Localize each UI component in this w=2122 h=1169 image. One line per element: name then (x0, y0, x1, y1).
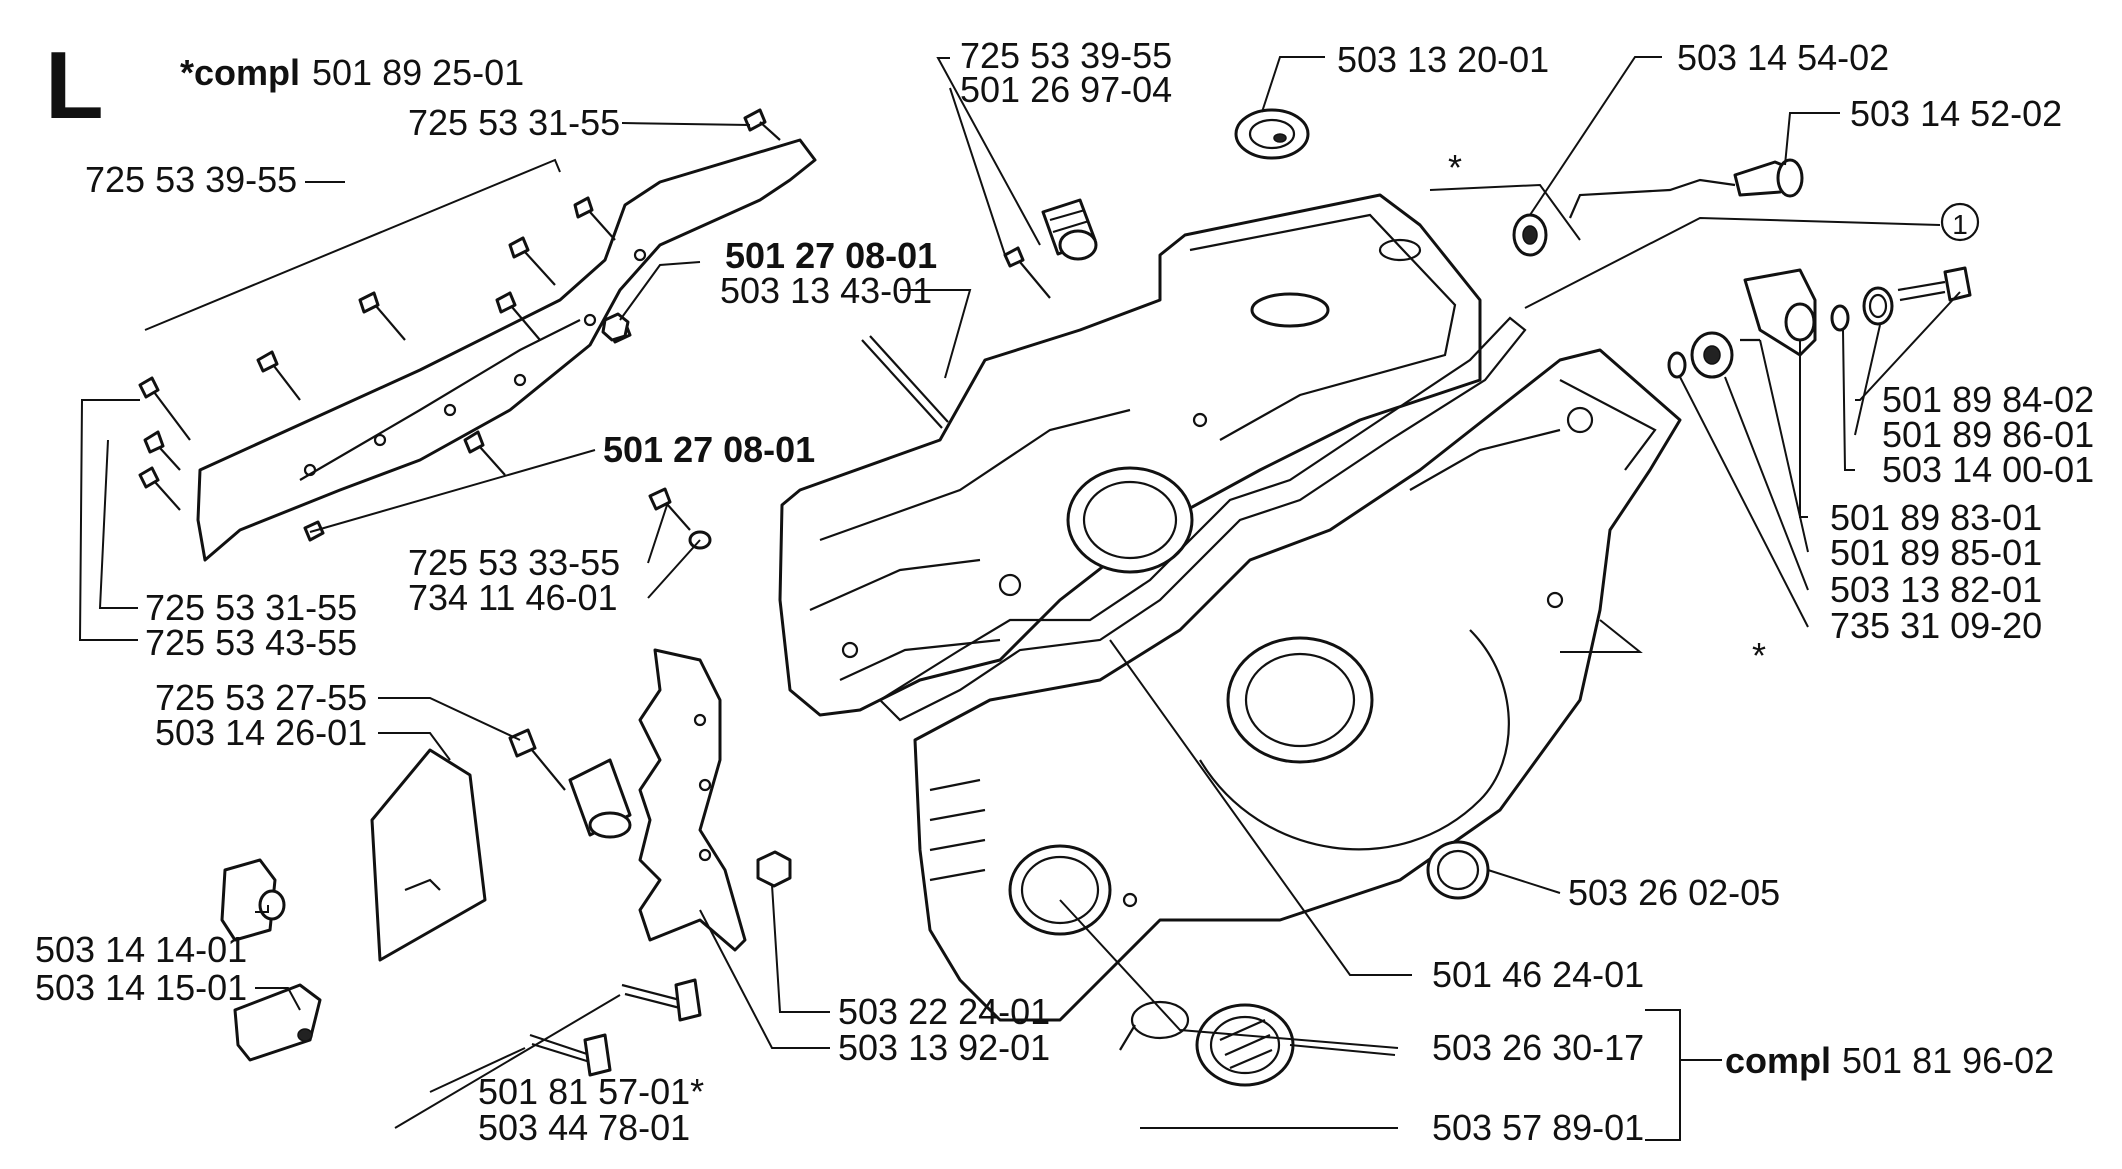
washer-503-13-82-01 (1690, 331, 1734, 379)
circlip-735-31-09-20 (1667, 351, 1687, 379)
label-503-13-43-01: 503 13 43-01 (720, 270, 932, 311)
label-735-31-09-20: 735 31 09-20 (1830, 605, 2042, 646)
oil-pickup-503-14-52-02 (1568, 158, 1804, 219)
label-503-14-26-01: 503 14 26-01 (155, 712, 367, 753)
leader-lines (78, 56, 1961, 1141)
section-letter: L (45, 32, 104, 139)
kit-top-prefix: *compl (180, 52, 300, 93)
label-501-89-84-02: 501 89 84-02 (1882, 379, 2094, 420)
nut-501-27-08-01 (601, 312, 630, 342)
part-drawings (138, 108, 1972, 1087)
screw-top-725-53-31-55 (743, 108, 781, 141)
oil-cap-503-57-89-01 (1195, 1003, 1295, 1087)
kit-top-number: 501 89 25-01 (312, 52, 524, 93)
label-725-53-31-55-top: 725 53 31-55 (408, 102, 620, 143)
guard-plate (370, 748, 487, 962)
spacer-sleeve (568, 758, 632, 839)
nut-503-22-24-01 (756, 850, 792, 888)
label-501-27-08-01-lower: 501 27 08-01 (603, 429, 815, 470)
crankcase-rear-half (778, 193, 1482, 717)
kit-bottom-number: 501 81 96-02 (1842, 1040, 2054, 1081)
label-725-53-43-55: 725 53 43-55 (145, 622, 357, 663)
label-503-26-30-17: 503 26 30-17 (1432, 1027, 1644, 1068)
label-501-89-85-01: 501 89 85-01 (1830, 532, 2042, 573)
label-503-14-14-01: 503 14 14-01 (35, 929, 247, 970)
label-503-14-00-01: 503 14 00-01 (1882, 449, 2094, 490)
cylinder-gasket-assembly (138, 138, 817, 562)
screw-725-53-39-55-upper (1003, 246, 1051, 299)
label-501-81-57-01: 501 81 57-01* (478, 1071, 704, 1112)
screw-725-53-27-55 (508, 728, 566, 791)
crankcase-gasket (878, 316, 1527, 722)
asterisk-right: * (1752, 635, 1766, 676)
pin-503-13-43-01 (861, 335, 949, 429)
label-503-14-54-02: 503 14 54-02 (1677, 37, 1889, 78)
label-503-22-24-01: 503 22 24-01 (838, 991, 1050, 1032)
label-503-26-02-05: 503 26 02-05 (1568, 872, 1780, 913)
part-number-labels: 725 53 31-55 725 53 39-55 501 27 08-01 5… (35, 35, 2094, 1148)
callout-number: 1 (1952, 209, 1968, 240)
seal-503-26-02-05 (1426, 840, 1490, 900)
seal-503-13-20-01 (1234, 108, 1310, 160)
oil-pump-501-89-83-01 (1743, 268, 1817, 357)
label-734-11-46-01: 734 11 46-01 (408, 577, 618, 618)
label-503-13-20-01: 503 13 20-01 (1337, 39, 1549, 80)
section-heading: L (45, 32, 104, 139)
label-503-44-78-01: 503 44 78-01 (478, 1107, 690, 1148)
label-501-46-24-01: 501 46 24-01 (1432, 954, 1644, 995)
screw-725-53-33-55 (648, 487, 712, 550)
label-501-89-86-01: 501 89 86-01 (1882, 414, 2094, 455)
buffer-503-14-15-01 (233, 983, 322, 1062)
seal-ring-503-14-54-02 (1512, 213, 1548, 257)
label-725-53-39-55-left: 725 53 39-55 (85, 159, 297, 200)
buffer-503-14-14-01 (220, 858, 286, 942)
label-725-53-33-55: 725 53 33-55 (408, 542, 620, 583)
kit-top-label: *compl 501 89 25-01 (180, 52, 524, 93)
label-503-13-92-01: 503 13 92-01 (838, 1027, 1050, 1068)
label-501-27-08-01-upper: 501 27 08-01 (725, 235, 937, 276)
washer-503-14-00-01 (1830, 304, 1850, 332)
label-725-53-39-55-top: 725 53 39-55 (960, 35, 1172, 76)
bolt-503-44-78-01 (621, 978, 702, 1022)
callout-circle (1940, 202, 1980, 242)
label-503-14-52-02: 503 14 52-02 (1850, 93, 2062, 134)
label-503-13-82-01: 503 13 82-01 (1830, 569, 2042, 610)
bumper-spike-503-13-92-01 (638, 648, 747, 952)
plunger-501-89-84-02 (1897, 266, 1972, 302)
asterisk-top: * (1448, 147, 1462, 188)
kit-bottom-label: compl 501 81 96-02 (1725, 1040, 2054, 1081)
vibration-damper-501-26-97-04 (1041, 198, 1098, 261)
label-501-26-97-04: 501 26 97-04 (960, 69, 1172, 110)
label-725-53-27-55: 725 53 27-55 (155, 677, 367, 718)
crankcase-front-half (913, 348, 1682, 1022)
label-725-53-31-55-left: 725 53 31-55 (145, 587, 357, 628)
kit-bottom-prefix: compl (1725, 1040, 1831, 1081)
bolt-501-81-57-01 (529, 1033, 612, 1077)
label-503-14-15-01: 503 14 15-01 (35, 967, 247, 1008)
adjusting-screw-501-89-86-01 (1862, 286, 1894, 326)
label-503-57-89-01: 503 57 89-01 (1432, 1107, 1644, 1148)
o-ring-503-26-30-17 (1119, 1000, 1190, 1051)
label-501-89-83-01: 501 89 83-01 (1830, 497, 2042, 538)
